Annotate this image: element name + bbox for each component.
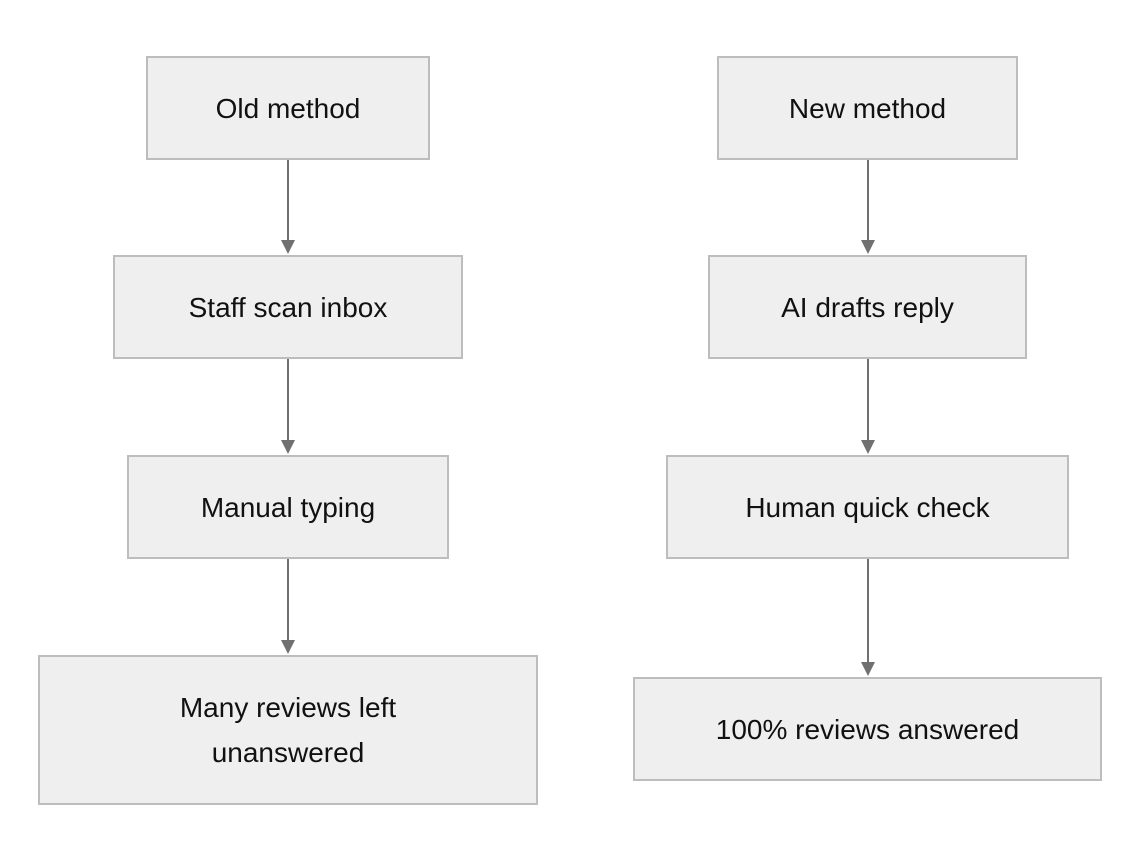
all-reviews-answered-node: 100% reviews answered [633,677,1102,781]
arrowhead-icon [281,240,295,254]
many-reviews-unanswered-node: Many reviews left unanswered [38,655,538,805]
arrow-new-to-ai [861,160,875,254]
arrow-typing-to-unanswered [281,559,295,654]
arrow-check-to-answered [861,559,875,676]
arrowhead-icon [861,662,875,676]
arrowhead-icon [281,440,295,454]
human-quick-check-node: Human quick check [666,455,1069,559]
arrowhead-icon [861,240,875,254]
manual-typing-node: Manual typing [127,455,449,559]
ai-drafts-reply-node: AI drafts reply [708,255,1027,359]
new-method-node: New method [717,56,1018,160]
arrow-old-to-scan [281,160,295,254]
staff-scan-inbox-node: Staff scan inbox [113,255,463,359]
arrowhead-icon [281,640,295,654]
old-method-node: Old method [146,56,430,160]
arrowhead-icon [861,440,875,454]
arrow-ai-to-check [861,359,875,454]
arrow-scan-to-typing [281,359,295,454]
